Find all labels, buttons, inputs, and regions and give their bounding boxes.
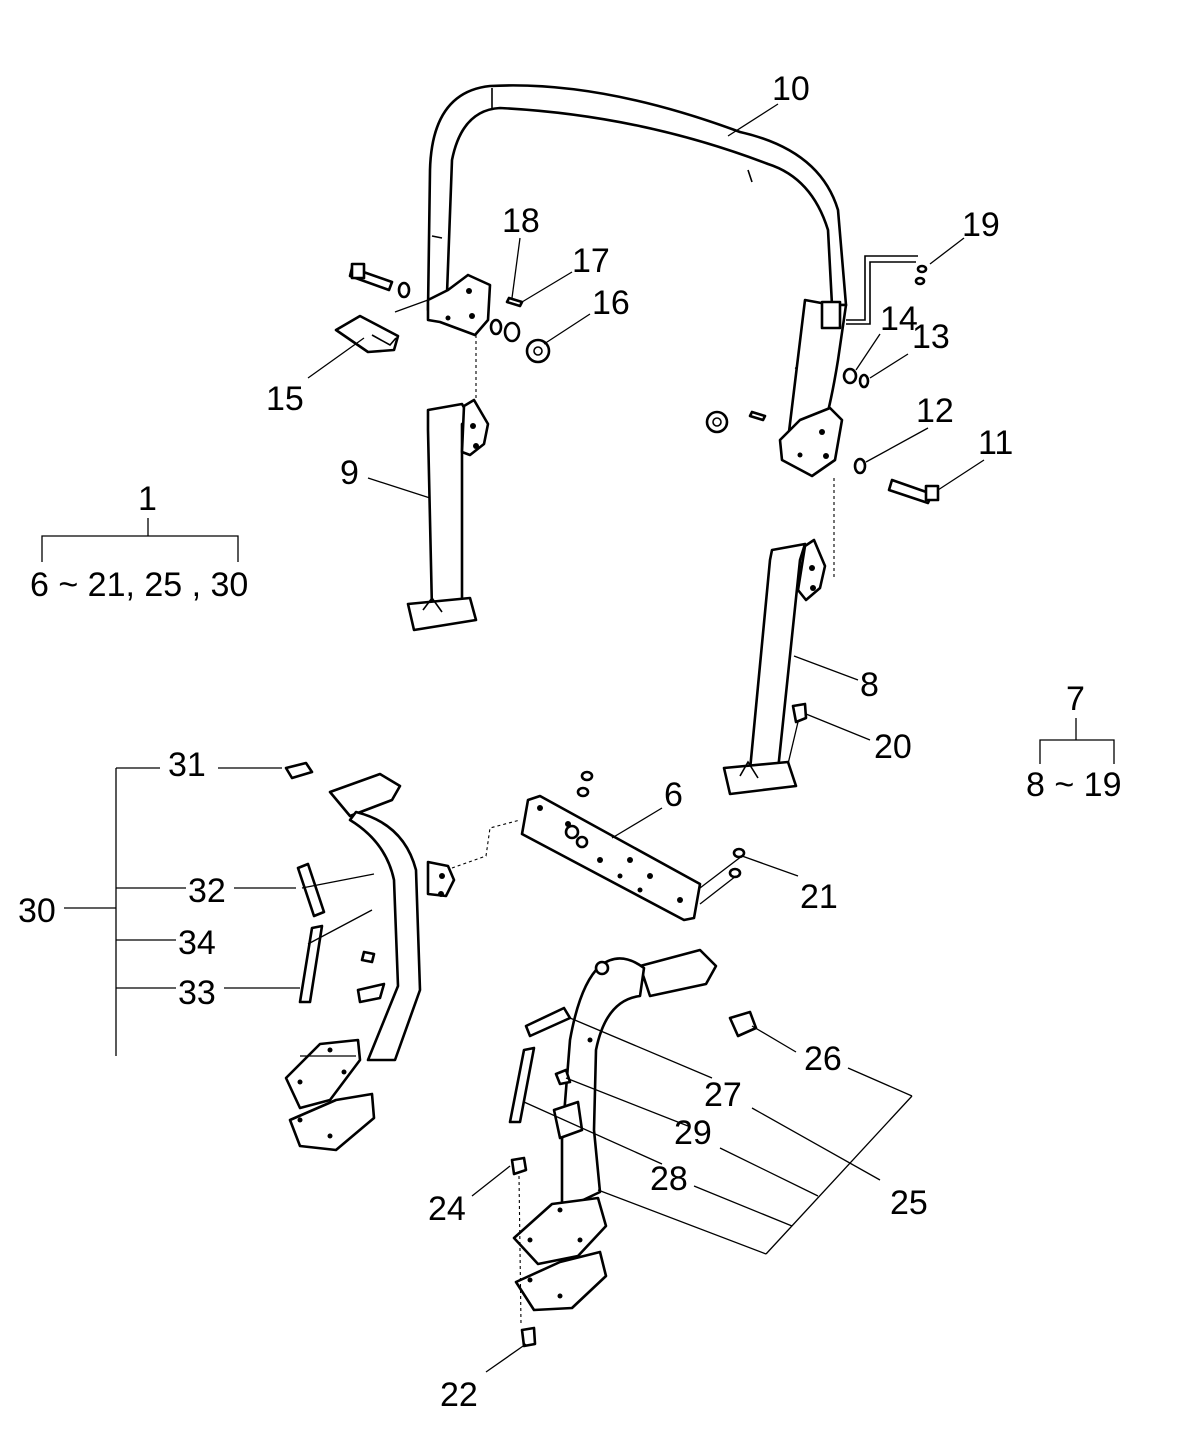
callout-20: 20 <box>874 728 912 766</box>
callout-26: 26 <box>804 1040 842 1078</box>
callout-1: 1 <box>138 480 157 518</box>
callout-25: 25 <box>890 1184 928 1222</box>
callout-12: 12 <box>916 392 954 430</box>
leader-lines <box>307 103 985 1373</box>
callout-31: 31 <box>168 746 206 784</box>
callout-17: 17 <box>572 242 610 280</box>
roll-bar-frame <box>426 84 848 478</box>
group-bracket-7 <box>1039 718 1115 764</box>
callout-6: 6 <box>664 776 683 814</box>
callout-30: 30 <box>18 892 56 930</box>
group-bracket-25 <box>597 1067 913 1255</box>
callout-7: 7 <box>1066 680 1085 718</box>
group-bracket-30 <box>64 767 300 1056</box>
callout-9: 9 <box>340 454 359 492</box>
assembly-1-range: 6 ~ 21, 25 , 30 <box>30 566 248 604</box>
callout-22: 22 <box>440 1376 478 1414</box>
callout-16: 16 <box>592 284 630 322</box>
callout-14: 14 <box>880 300 918 338</box>
assembly-7-range: 8 ~ 19 <box>1026 766 1121 804</box>
callout-13: 13 <box>912 318 950 356</box>
callout-29: 29 <box>674 1114 712 1152</box>
callout-33: 33 <box>178 974 216 1012</box>
callout-24: 24 <box>428 1190 466 1228</box>
right-step <box>508 948 758 1348</box>
mounting-plate <box>451 770 746 922</box>
left-step <box>284 761 456 1152</box>
callout-labels: 10 18 17 16 15 19 14 13 12 11 9 1 6 ~ 21… <box>18 70 1121 1414</box>
post-left <box>406 335 490 632</box>
callout-19: 19 <box>962 206 1000 244</box>
callout-10: 10 <box>772 70 810 108</box>
group-bracket-1 <box>41 518 239 562</box>
callout-32: 32 <box>188 872 226 910</box>
callout-8: 8 <box>860 666 879 704</box>
callout-27: 27 <box>704 1076 742 1114</box>
hardware-left <box>334 262 551 364</box>
post-right <box>722 478 835 796</box>
callout-15: 15 <box>266 380 304 418</box>
callout-21: 21 <box>800 878 838 916</box>
callout-11: 11 <box>978 424 1013 462</box>
callout-34: 34 <box>178 924 216 962</box>
callout-28: 28 <box>650 1160 688 1198</box>
hardware-right <box>705 255 940 505</box>
callout-18: 18 <box>502 202 540 240</box>
